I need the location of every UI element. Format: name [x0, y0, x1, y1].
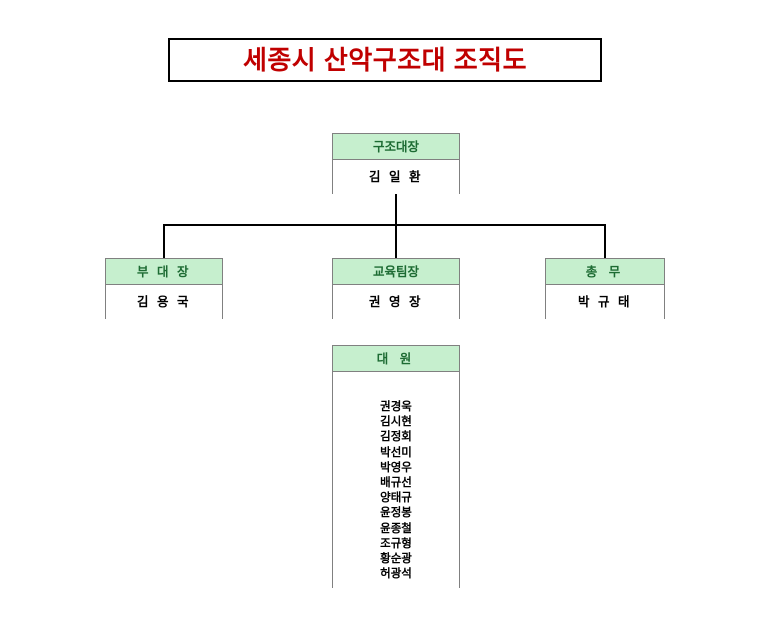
org-node-vice-chief[interactable]: 부 대 장 김 용 국 [105, 258, 223, 319]
member-name-item: 양태규 [380, 492, 412, 505]
member-name-item: 박선미 [380, 446, 412, 459]
member-name-item: 허광석 [380, 568, 412, 581]
member-name-item: 배규선 [380, 477, 412, 490]
connector-chief-stem [395, 194, 397, 258]
member-name-item: 조규형 [380, 537, 412, 550]
org-node-chief[interactable]: 구조대장 김 일 환 [332, 133, 460, 194]
member-name-item: 윤종철 [380, 522, 412, 535]
org-node-general-affairs[interactable]: 총 무 박 규 태 [545, 258, 665, 319]
chart-title-box: 세종시 산악구조대 조직도 [168, 38, 602, 82]
org-node-vice-chief-name: 김 용 국 [106, 285, 222, 319]
member-name-item: 박영우 [380, 461, 412, 474]
member-name-item: 황순광 [380, 553, 412, 566]
member-name-item: 윤정봉 [380, 507, 412, 520]
connector-horizontal-bus [163, 224, 606, 226]
member-name-item: 권경욱 [380, 401, 412, 413]
org-node-general-affairs-role: 총 무 [546, 259, 664, 285]
org-node-chief-name: 김 일 환 [333, 160, 459, 194]
org-node-training-lead-role: 교육팀장 [333, 259, 459, 285]
org-node-training-lead-name: 권 영 장 [333, 285, 459, 319]
org-node-training-lead[interactable]: 교육팀장 권 영 장 [332, 258, 460, 319]
page-title: 세종시 산악구조대 조직도 [242, 45, 528, 75]
org-node-general-affairs-name: 박 규 태 [546, 285, 664, 319]
member-name-item: 김정회 [380, 431, 412, 444]
org-node-members-role: 대 원 [333, 346, 459, 372]
org-node-chief-role: 구조대장 [333, 134, 459, 160]
connector-drop-left [163, 224, 165, 258]
org-node-vice-chief-role: 부 대 장 [106, 259, 222, 285]
connector-drop-right [604, 224, 606, 258]
member-name-item: 김시현 [380, 416, 412, 429]
